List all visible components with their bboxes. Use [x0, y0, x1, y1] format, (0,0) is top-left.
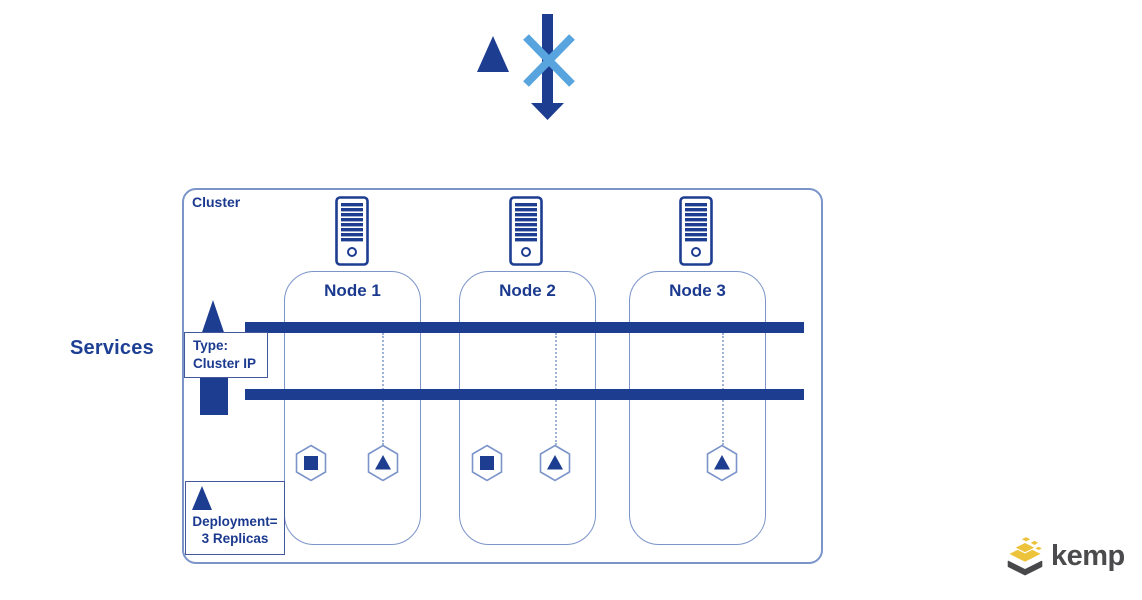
node-2-label: Node 2 — [499, 281, 556, 300]
pod-triangle-icon — [477, 36, 509, 72]
pod-triangle-icon — [706, 444, 738, 482]
service-bar-bottom — [245, 389, 804, 400]
deployment-line2: 3 Replicas — [201, 531, 269, 546]
kemp-logo: kemp — [1006, 534, 1125, 578]
node-3-capsule: Node 3 — [629, 271, 766, 545]
deployment-triangle-icon — [192, 486, 212, 510]
server-icon — [335, 196, 369, 266]
blocked-traffic-icon — [477, 14, 575, 120]
kemp-logo-text: kemp — [1051, 539, 1125, 572]
deployment-box: Deployment= 3 Replicas — [185, 481, 285, 555]
pod-triangle-icon — [367, 444, 399, 482]
service-type-line2: Cluster IP — [193, 356, 257, 371]
service-type-line1: Type: — [193, 338, 229, 353]
block-cross-stroke-2 — [523, 34, 575, 87]
cluster-label: Cluster — [192, 194, 241, 210]
node-3-label: Node 3 — [669, 281, 726, 300]
cluster-box — [182, 188, 823, 564]
service-bar-top — [245, 322, 804, 333]
service-type-box: Type: Cluster IP — [184, 332, 268, 378]
down-arrow-head — [531, 103, 564, 120]
kemp-logo-icon — [1007, 537, 1043, 576]
pod-square-icon — [295, 444, 327, 482]
server-icon — [509, 196, 543, 266]
services-label: Services — [70, 337, 154, 359]
node-2-capsule: Node 2 — [459, 271, 596, 545]
pod-triangle-icon — [539, 444, 571, 482]
server-icon — [679, 196, 713, 266]
deployment-line1: Deployment= — [192, 514, 278, 529]
node-1-label: Node 1 — [324, 281, 381, 300]
pod-square-icon — [471, 444, 503, 482]
node-1-capsule: Node 1 — [284, 271, 421, 545]
